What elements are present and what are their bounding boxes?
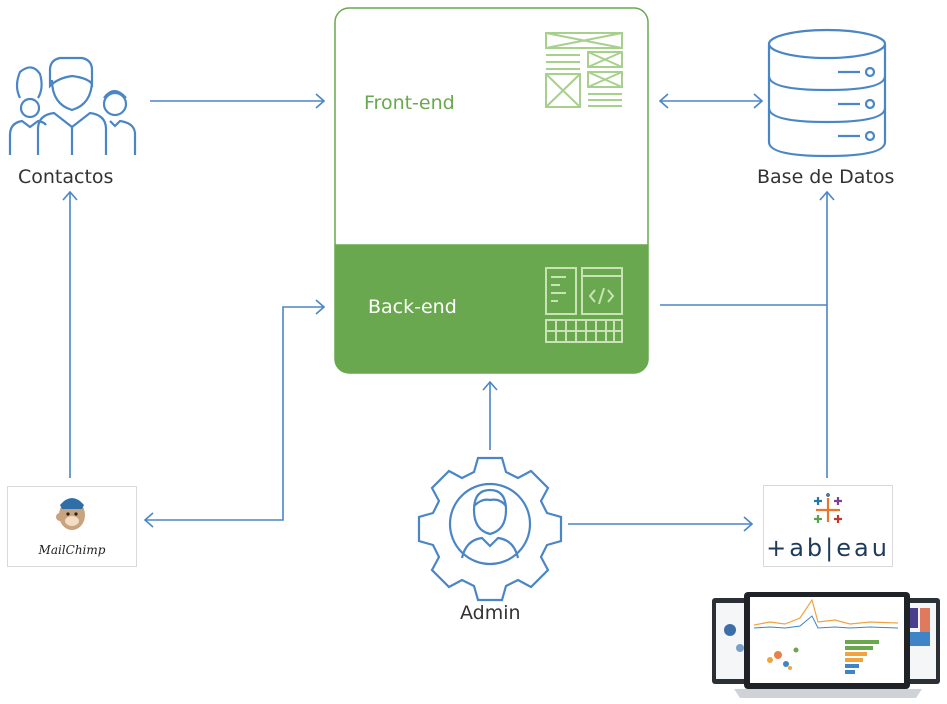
mailchimp-text: MailChimp [38,543,106,557]
backend-mailchimp-arrow [145,306,324,521]
wireframe-layout-icon [545,32,623,108]
mailchimp-logo-card: MailChimp [7,486,137,567]
backend-to-database-arrow [660,192,828,306]
frontend-label: Front-end [364,92,455,114]
tableau-wordmark: +ab|eau [766,534,890,562]
database-icon [767,28,887,158]
dashboard-laptops-image [712,592,940,698]
admin-label: Admin [460,602,521,624]
people-group-icon [8,56,137,155]
admin-gear-icon [417,456,563,602]
database-label: Base de Datos [757,166,895,188]
connectors [62,93,835,532]
contacts-label: Contactos [18,166,114,188]
app-box [334,7,649,374]
mailchimp-logo [56,498,85,530]
code-editor-icon [545,267,623,343]
backend-panel [335,245,648,373]
backend-label: Back-end [368,296,457,318]
tableau-logo-card: +ab|eau [763,485,893,567]
tableau-logo [814,493,842,523]
